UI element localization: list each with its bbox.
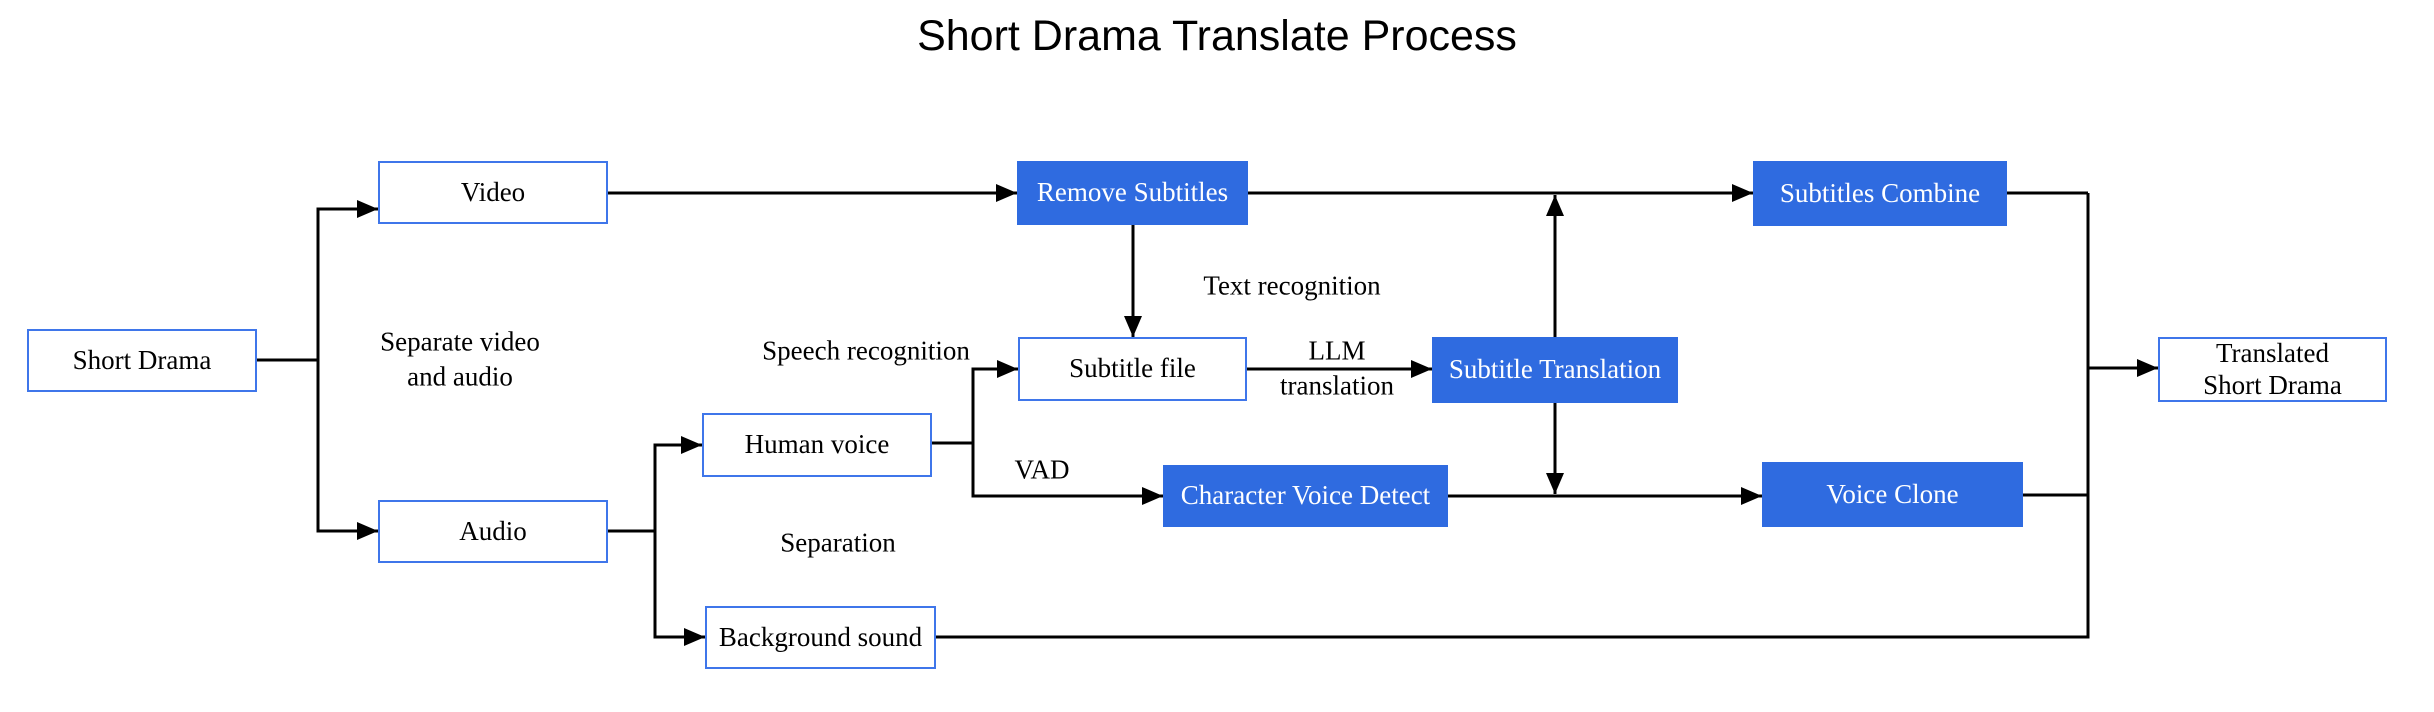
node-video: Video <box>378 161 608 224</box>
node-label: Translated Short Drama <box>2203 337 2342 400</box>
edge-background-sound-to-collector <box>936 193 2090 639</box>
label-speech-recognition: Speech recognition <box>762 335 970 366</box>
label-vad: VAD <box>1014 454 1070 485</box>
label-text-recognition: Text recognition <box>1203 270 1381 301</box>
node-subtitle-file: Subtitle file <box>1018 337 1247 401</box>
node-remove-subtitles: Remove Subtitles <box>1017 161 1248 225</box>
edge-human-voice-to-character-voice-detect <box>932 441 1163 505</box>
diagram-title: Short Drama Translate Process <box>917 12 1517 60</box>
node-background-sound: Background sound <box>705 606 936 669</box>
node-label: Subtitles Combine <box>1779 177 1981 208</box>
node-label: Subtitle file <box>1069 353 1196 384</box>
label-separation: Separation <box>780 527 896 558</box>
node-subtitles-combine: Subtitles Combine <box>1753 161 2007 226</box>
node-audio: Audio <box>378 500 608 563</box>
node-subtitle-translation: Subtitle Translation <box>1432 337 1678 403</box>
node-label: Character Voice Detect <box>1180 480 1431 511</box>
node-label: Background sound <box>718 621 923 652</box>
edge-short-drama-to-audio <box>257 358 378 540</box>
node-label: Remove Subtitles <box>1036 177 1229 208</box>
node-voice-clone: Voice Clone <box>1762 462 2023 527</box>
label-separate-video-and-audio: Separate video and audio <box>380 326 540 391</box>
node-character-voice-detect: Character Voice Detect <box>1163 465 1448 527</box>
node-label: Human voice <box>744 429 890 460</box>
node-translated-short-drama: Translated Short Drama <box>2158 337 2387 402</box>
label-llm-translation: LLM translation <box>1280 335 1394 400</box>
node-label: Subtitle Translation <box>1448 354 1662 385</box>
edge-short-drama-to-video <box>257 200 378 362</box>
node-short-drama: Short Drama <box>27 329 257 392</box>
node-label: Voice Clone <box>1826 478 1959 509</box>
node-label: Video <box>460 176 526 207</box>
node-human-voice: Human voice <box>702 413 932 477</box>
node-label: Audio <box>459 515 527 546</box>
edge-audio-to-background-sound <box>608 529 705 646</box>
node-label: Short Drama <box>72 344 212 375</box>
edge-human-voice-to-subtitle-file <box>932 360 1018 445</box>
edge-audio-to-human-voice <box>608 436 702 533</box>
